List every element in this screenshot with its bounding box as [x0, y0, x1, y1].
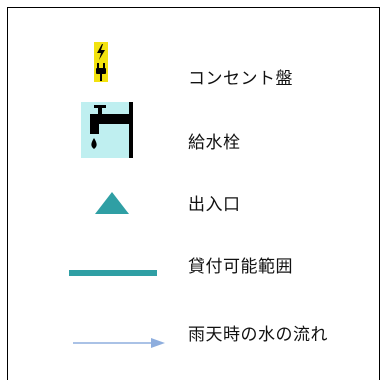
- legend-label-rainflow: 雨天時の水の流れ: [188, 325, 328, 345]
- legend-label-entrance: 出入口: [188, 195, 241, 215]
- legend-panel: コンセント盤 給水栓 出入口: [7, 7, 380, 380]
- water-faucet-icon: [81, 102, 133, 158]
- legend-item-rental: 貸付可能範囲: [8, 236, 379, 286]
- legend-item-faucet: 給水栓: [8, 100, 379, 164]
- arrow-right-icon: [73, 334, 165, 348]
- legend-label-outlet: コンセント盤: [188, 69, 293, 89]
- power-outlet-icon: [94, 42, 108, 82]
- legend-label-rental: 貸付可能範囲: [188, 257, 293, 277]
- legend-item-entrance: 出入口: [8, 173, 379, 223]
- legend-label-faucet: 給水栓: [188, 133, 241, 153]
- line-bar-icon: [69, 261, 157, 276]
- triangle-icon: [95, 192, 129, 214]
- legend-item-outlet: コンセント盤: [8, 34, 379, 94]
- legend-item-rainflow: 雨天時の水の流れ: [8, 308, 379, 363]
